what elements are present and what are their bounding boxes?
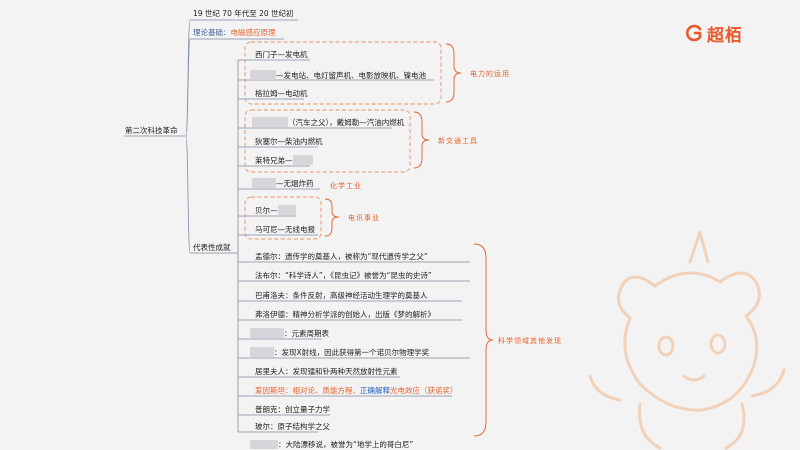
item-planck: 普朗克：创立量子力学: [255, 405, 330, 414]
masked-name: [252, 178, 276, 188]
item-edison: —发电站、电灯留声机、电影放映机、镍电池: [250, 70, 426, 80]
item-benz-text: （汽车之父），戴姆勒—汽油内燃机: [288, 118, 405, 127]
item-roentgen: ：发现X射线，因此获得第一个诺贝尔物理学奖: [250, 347, 429, 357]
item-wright: 莱特兄弟—: [255, 155, 313, 165]
masked-name: [250, 347, 274, 357]
item-nobel-text: —无烟炸药: [276, 179, 314, 188]
item-bell-text: 贝尔—: [255, 206, 278, 215]
item-bell: 贝尔—: [255, 205, 296, 215]
item-wright-text: 莱特兄弟—: [255, 156, 293, 165]
masked-name: [277, 205, 296, 215]
theory-label: 理论基础：: [193, 28, 231, 37]
root-connector: [185, 19, 191, 254]
masked-name: [252, 117, 288, 127]
item-einstein-part3: 光电效应（获诺奖）: [390, 386, 458, 395]
root-node: 第二次科技革命: [125, 126, 178, 135]
item-roentgen-text: ：发现X射线，因此获得第一个诺贝尔物理学奖: [274, 348, 430, 357]
item-gramme: 格拉姆—电动机: [255, 89, 308, 98]
item-diesel: 狄塞尔—柴油内燃机: [255, 137, 323, 146]
masked-name: [292, 155, 313, 165]
group-label-telecom: 电讯事业: [348, 214, 380, 222]
item-edison-text: —发电站、电灯留声机、电影放映机、镍电池: [276, 71, 426, 80]
item-benz: （汽车之父），戴姆勒—汽油内燃机: [252, 117, 404, 127]
item-nobel: —无烟炸药: [252, 178, 314, 188]
item-mendel: 孟德尔：遗传学的奠基人，被称为“现代遗传学之父”: [255, 252, 428, 261]
item-einstein-part2: 正确解释: [360, 386, 390, 395]
item-mendeleev-text: ：元素周期表: [284, 329, 329, 338]
brace-transport: [413, 111, 430, 169]
item-curie: 居里夫人：发现镭和钋两种天然放射性元素: [255, 367, 398, 376]
item-einstein-name: 爱因斯坦：: [255, 386, 293, 395]
brand-logo: 超栢: [685, 22, 743, 46]
item-einstein-part1: 相对论、质能方程、: [292, 386, 361, 395]
item-freud: 弗洛伊德：精神分析学派的创始人，出版《梦的解析》: [255, 310, 435, 319]
brand-logo-icon: [686, 24, 702, 42]
masked-name: [250, 328, 284, 338]
masked-name: [250, 70, 276, 80]
item-wegener-text: ：大陆漂移说，被誉为“地学上的哥白尼”: [278, 440, 414, 449]
item-bohr: 玻尔：原子结构学之父: [255, 422, 330, 431]
item-mendeleev: ：元素周期表: [250, 328, 329, 338]
group-frame-electric: [244, 41, 442, 105]
group-label-science: 科学领域其他发现: [498, 337, 562, 345]
group-label-electric: 电力的运用: [470, 70, 510, 78]
masked-name: [250, 440, 278, 449]
mascot-illustration: [588, 230, 786, 450]
item-wegener: ：大陆漂移说，被誉为“地学上的哥白尼”: [250, 440, 413, 449]
branch-node: 代表性成就: [193, 243, 231, 252]
theory-value: 电磁感应原理: [230, 28, 276, 37]
brace-science: [473, 243, 494, 437]
brand-logo-text: 超栢: [707, 25, 743, 46]
group-frame-telecom: [244, 196, 322, 240]
group-label-transport: 新交通工具: [438, 137, 478, 145]
group-label-chemical: 化学工业: [330, 182, 362, 190]
item-siemens: 西门子—发电机: [255, 50, 308, 59]
period-node: 19 世纪 70 年代至 20 世纪初: [193, 9, 294, 18]
item-pavlov: 巴甫洛夫：条件反射，高级神经活动生理学的奠基人: [255, 291, 428, 300]
brace-electric: [445, 43, 462, 103]
theory-node: 理论基础：电磁感应原理: [193, 28, 276, 37]
item-fabre: 法布尔：“科学诗人”，《昆虫记》被誉为“昆虫的史诗”: [255, 271, 432, 280]
item-einstein: 爱因斯坦：相对论、质能方程、正确解释光电效应（获诺奖）: [255, 386, 458, 395]
brace-telecom: [324, 198, 340, 237]
item-marconi: 马可尼—无线电报: [255, 225, 315, 234]
